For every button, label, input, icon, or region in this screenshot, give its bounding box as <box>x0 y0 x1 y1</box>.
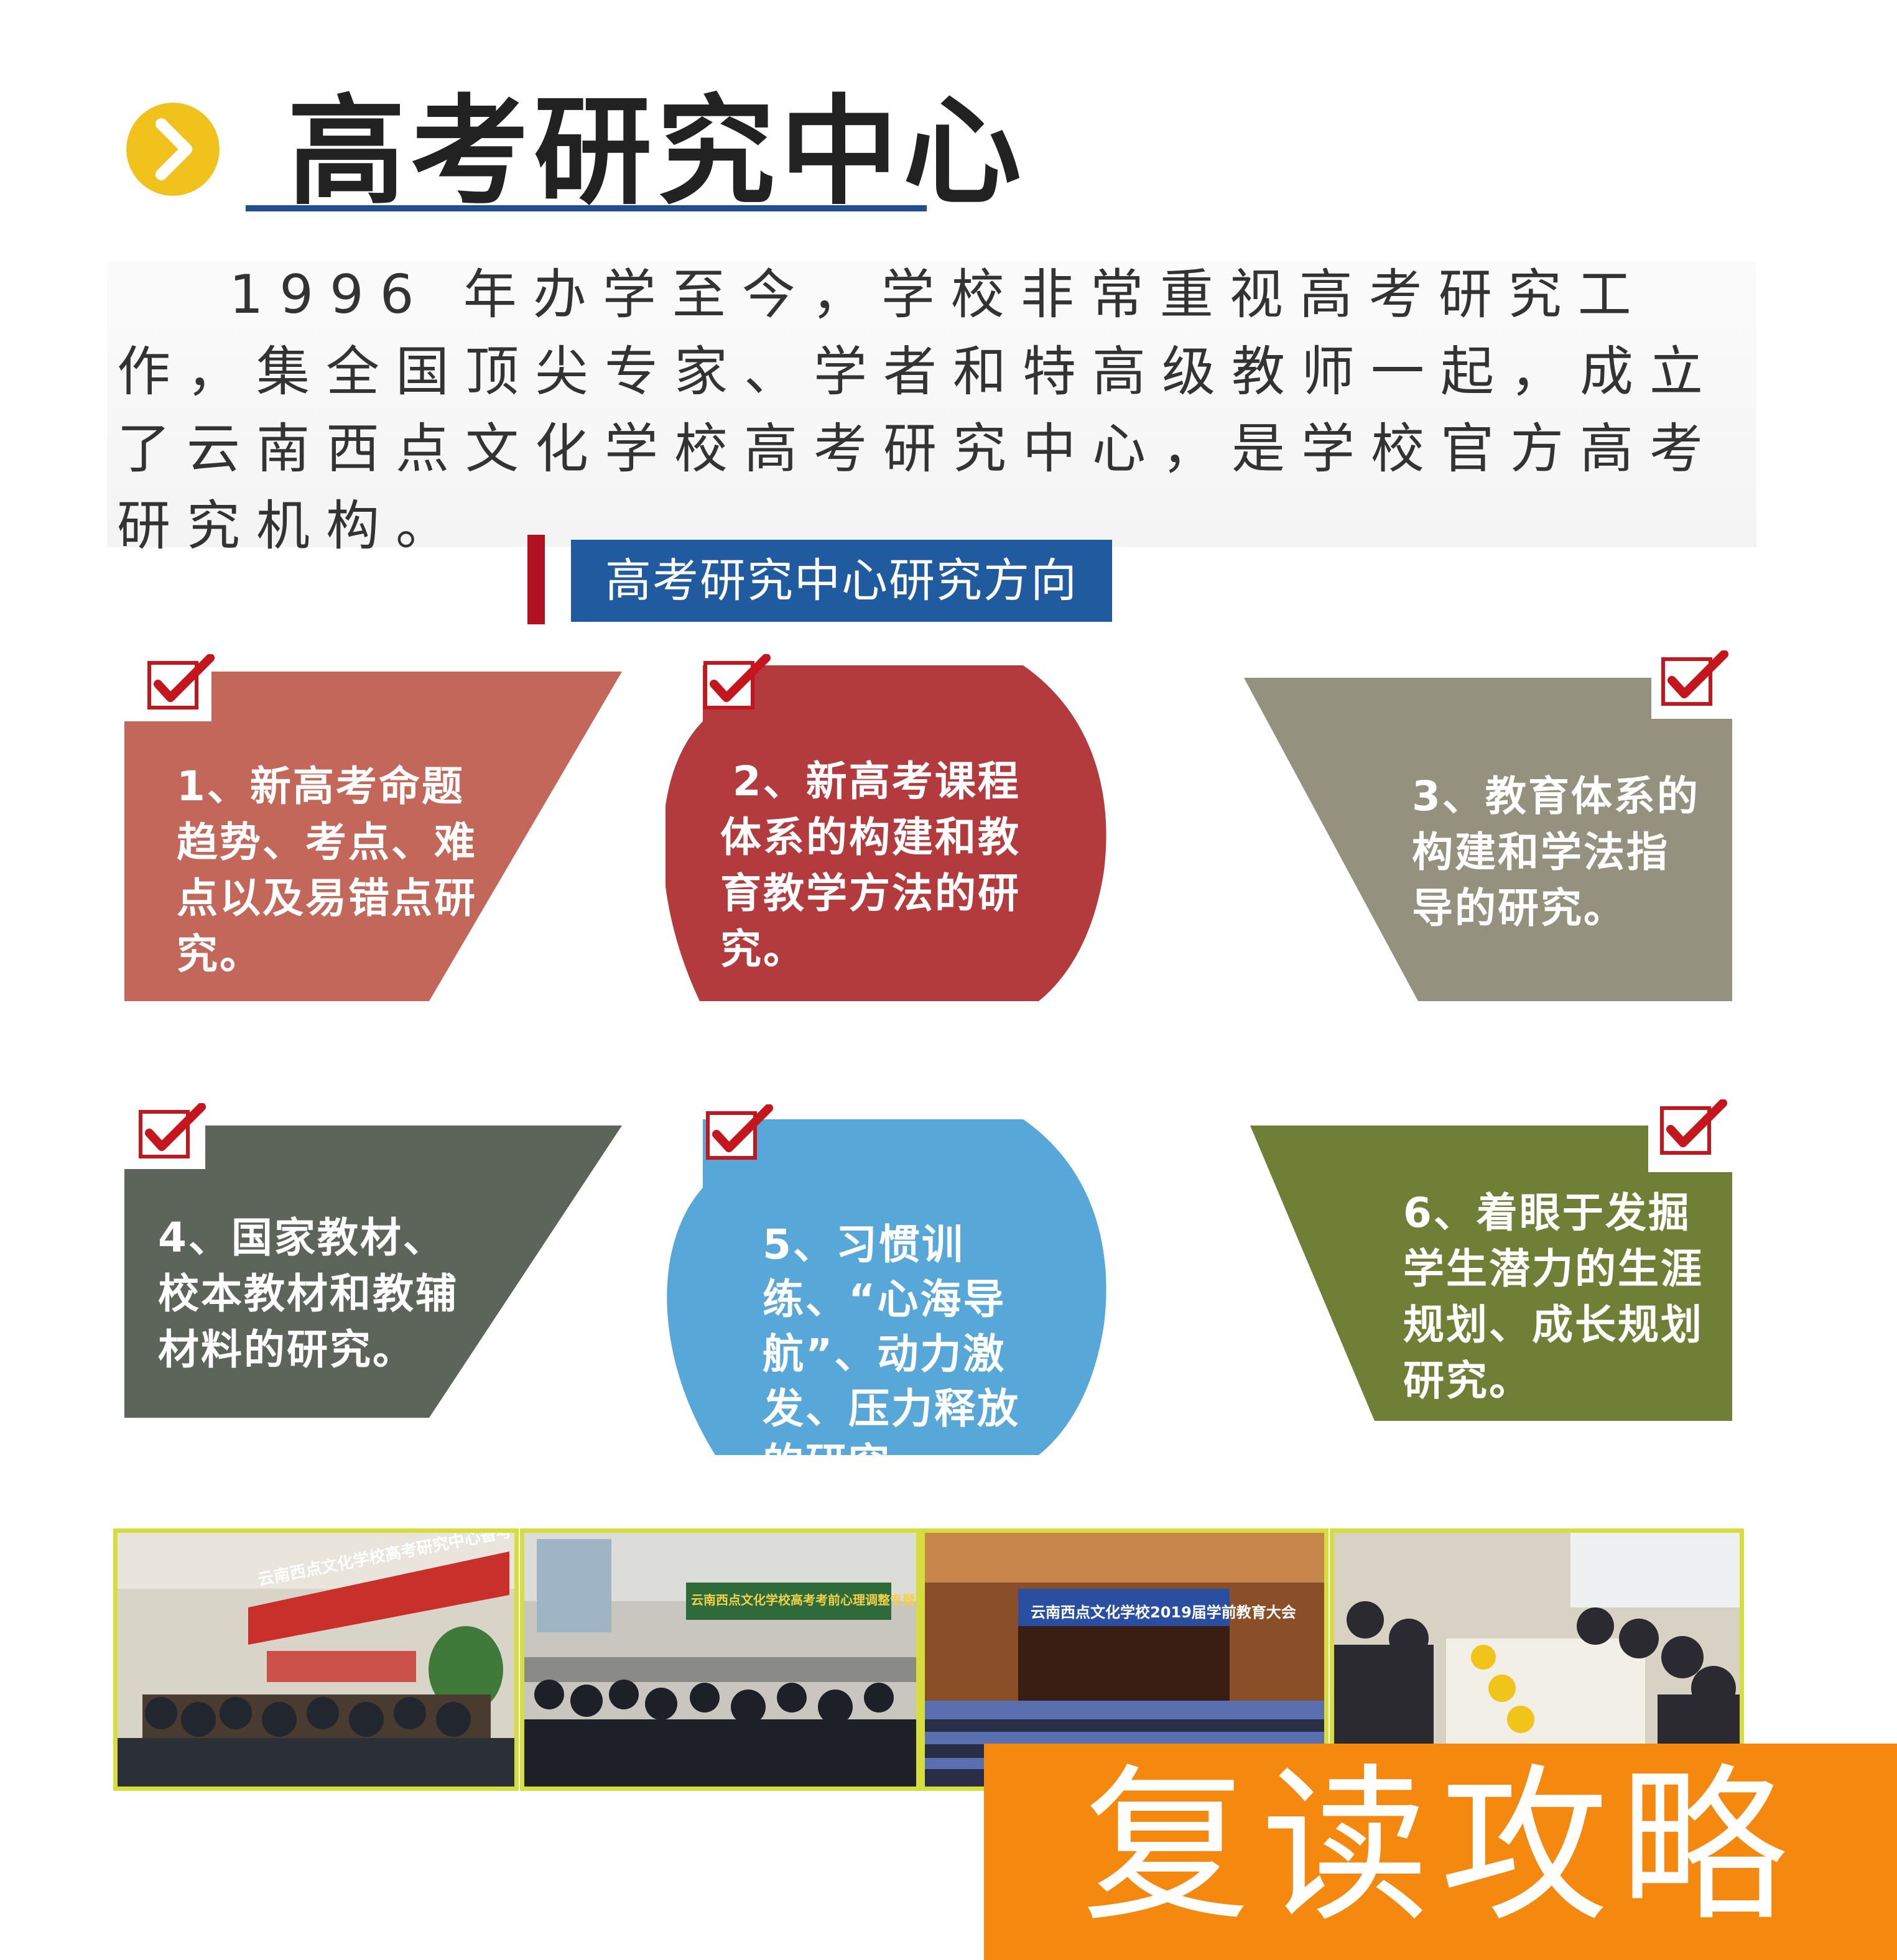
photo-lecture: 云南西点文化学校高考考前心理调整专题讲座 <box>520 1528 921 1791</box>
intro-paragraph: 1996 年办学至今，学校非常重视高考研究工作，集全国顶尖专家、学者和特高级教师… <box>117 264 1719 557</box>
direction-text-4: 4、国家教材、校本教材和教辅材料的研究。 <box>158 1214 458 1374</box>
page-title: 高考研究中心 <box>287 83 1027 221</box>
chevron-right-icon <box>126 103 220 196</box>
photo-seminar: 云南西点文化学校高考研究中心备考研讨会 <box>113 1528 519 1791</box>
direction-card-2 <box>666 665 1106 1001</box>
checkbox-checked-icon <box>139 1103 206 1158</box>
section-heading: 高考研究中心研究方向 <box>571 540 1112 622</box>
intro-panel <box>107 261 1756 547</box>
checkbox-checked-icon <box>703 654 771 710</box>
direction-card-3 <box>1244 678 1732 1001</box>
overlay-title: 复读攻略 <box>1082 1749 1799 1944</box>
checkbox-checked-icon <box>706 1104 773 1160</box>
direction-text-5: 5、习惯训练、“心海导航”、动力激发、压力释放的研究。 <box>763 1221 1020 1487</box>
direction-text-3: 3、教育体系的构建和学法指导的研究。 <box>1412 772 1700 932</box>
direction-card-6 <box>1250 1126 1732 1421</box>
checkbox-checked-icon <box>1661 650 1728 706</box>
checkbox-checked-icon <box>147 654 215 710</box>
title-underline <box>246 205 927 211</box>
section-accent-bar <box>527 535 545 624</box>
direction-card-4 <box>124 1126 622 1418</box>
checkbox-checked-icon <box>1660 1099 1727 1155</box>
direction-card-1 <box>124 672 622 1001</box>
direction-text-2: 2、新高考课程体系的构建和教育教学方法的研究。 <box>720 757 1021 973</box>
photo-banner-2: 云南西点文化学校高考考前心理调整专题讲座 <box>691 1592 921 1607</box>
photo-banner-3: 云南西点文化学校2019届学前教育大会 <box>1031 1604 1296 1621</box>
direction-card-5 <box>667 1119 1106 1455</box>
overlay-banner <box>984 1744 1897 1960</box>
direction-text-1: 1、新高考命题趋势、考点、难点以及易错点研究。 <box>177 762 477 978</box>
direction-text-6: 6、着眼于发掘学生潜力的生涯规划、成长规划研究。 <box>1403 1189 1704 1405</box>
